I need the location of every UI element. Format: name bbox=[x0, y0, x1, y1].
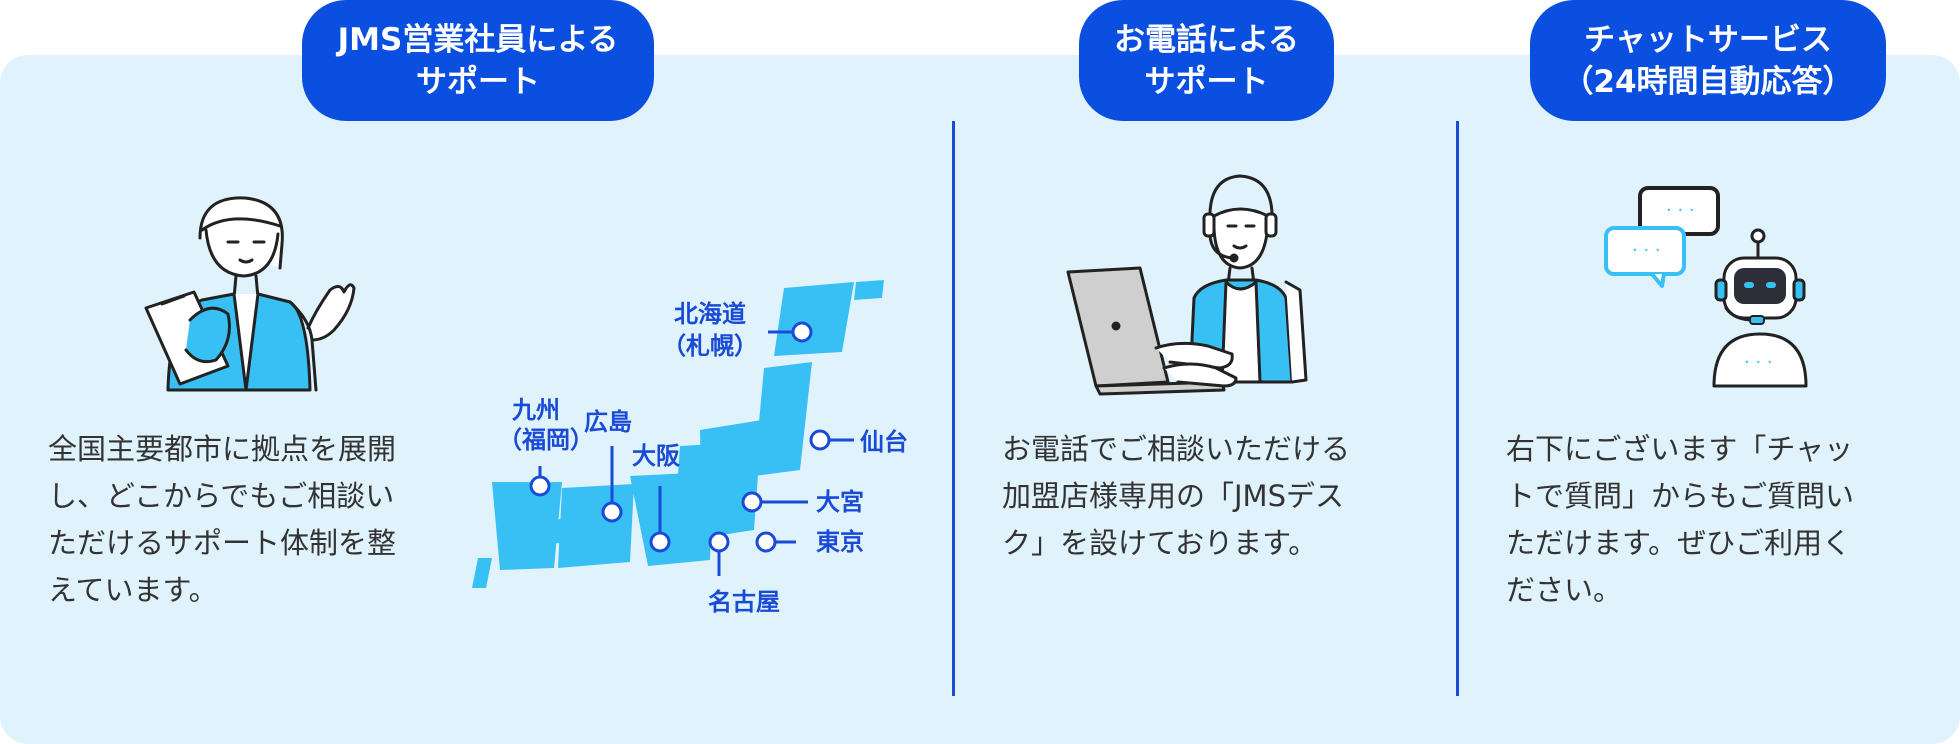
chat-service-description: 右下にございます「チャッ トで質問」からもご質問い ただけます。ぜひご利用く だ… bbox=[1506, 432, 1855, 607]
map-marker-sapporo bbox=[791, 321, 813, 343]
column-divider-2 bbox=[1456, 121, 1459, 696]
map-label-omiya: 大宮 bbox=[816, 488, 864, 516]
japan-map: 北海道 （札幌） 九州 （福岡） 広島 大阪 仙台 大宮 東京 名古屋 bbox=[472, 280, 908, 616]
map-label-hokkaido: 北海道 bbox=[674, 300, 746, 328]
map-label-kyushu: 九州 bbox=[511, 396, 560, 424]
map-marker-nagoya bbox=[708, 531, 730, 553]
map-label-sapporo: （札幌） bbox=[662, 332, 758, 360]
phone-support-description: お電話でご相談いただける 加盟店様専用の「JMSデス ク」を設けております。 bbox=[1002, 432, 1351, 560]
sales-support-description: 全国主要都市に拠点を展開 し、どこからでもご相談い ただけるサポート体制を整 え… bbox=[48, 432, 397, 607]
map-marker-sendai bbox=[809, 429, 831, 451]
map-marker-omiya bbox=[741, 491, 763, 513]
map-marker-osaka bbox=[649, 531, 671, 553]
phone-support-badge: お電話による サポート bbox=[1079, 0, 1334, 121]
phone-badge-line1: お電話による bbox=[1113, 21, 1300, 58]
map-label-fukuoka: （福岡） bbox=[498, 426, 594, 454]
headset-laptop-operator-icon bbox=[1066, 174, 1308, 396]
phone-badge-line2: サポート bbox=[1144, 63, 1269, 100]
woman-clipboard-icon bbox=[144, 196, 356, 392]
column-divider-1 bbox=[952, 121, 955, 696]
chat-badge-line2: （24時間自動応答） bbox=[1562, 63, 1854, 100]
svg-text:· · ·: · · · bbox=[1632, 240, 1661, 261]
sales-badge-line2: サポート bbox=[416, 63, 540, 100]
map-marker-fukuoka bbox=[529, 475, 551, 497]
svg-text:· · ·: · · · bbox=[1744, 352, 1773, 373]
map-label-osaka: 大阪 bbox=[632, 442, 680, 470]
chat-service-badge: チャットサービス （24時間自動応答） bbox=[1530, 0, 1886, 121]
sales-support-badge: JMS営業社員による サポート bbox=[302, 0, 654, 121]
map-marker-tokyo bbox=[755, 531, 777, 553]
support-panel bbox=[0, 55, 1960, 744]
svg-text:· · ·: · · · bbox=[1666, 200, 1695, 221]
map-label-tokyo: 東京 bbox=[816, 528, 864, 556]
sales-badge-line1: JMS営業社員による bbox=[337, 21, 619, 58]
chat-badge-line1: チャットサービス bbox=[1584, 21, 1832, 58]
chat-robot-icon: · · · · · · · · · bbox=[1604, 186, 1808, 388]
map-marker-hiroshima bbox=[601, 501, 623, 523]
map-label-hiroshima: 広島 bbox=[584, 408, 632, 436]
map-label-sendai: 仙台 bbox=[860, 428, 908, 456]
map-label-nagoya: 名古屋 bbox=[708, 588, 780, 616]
